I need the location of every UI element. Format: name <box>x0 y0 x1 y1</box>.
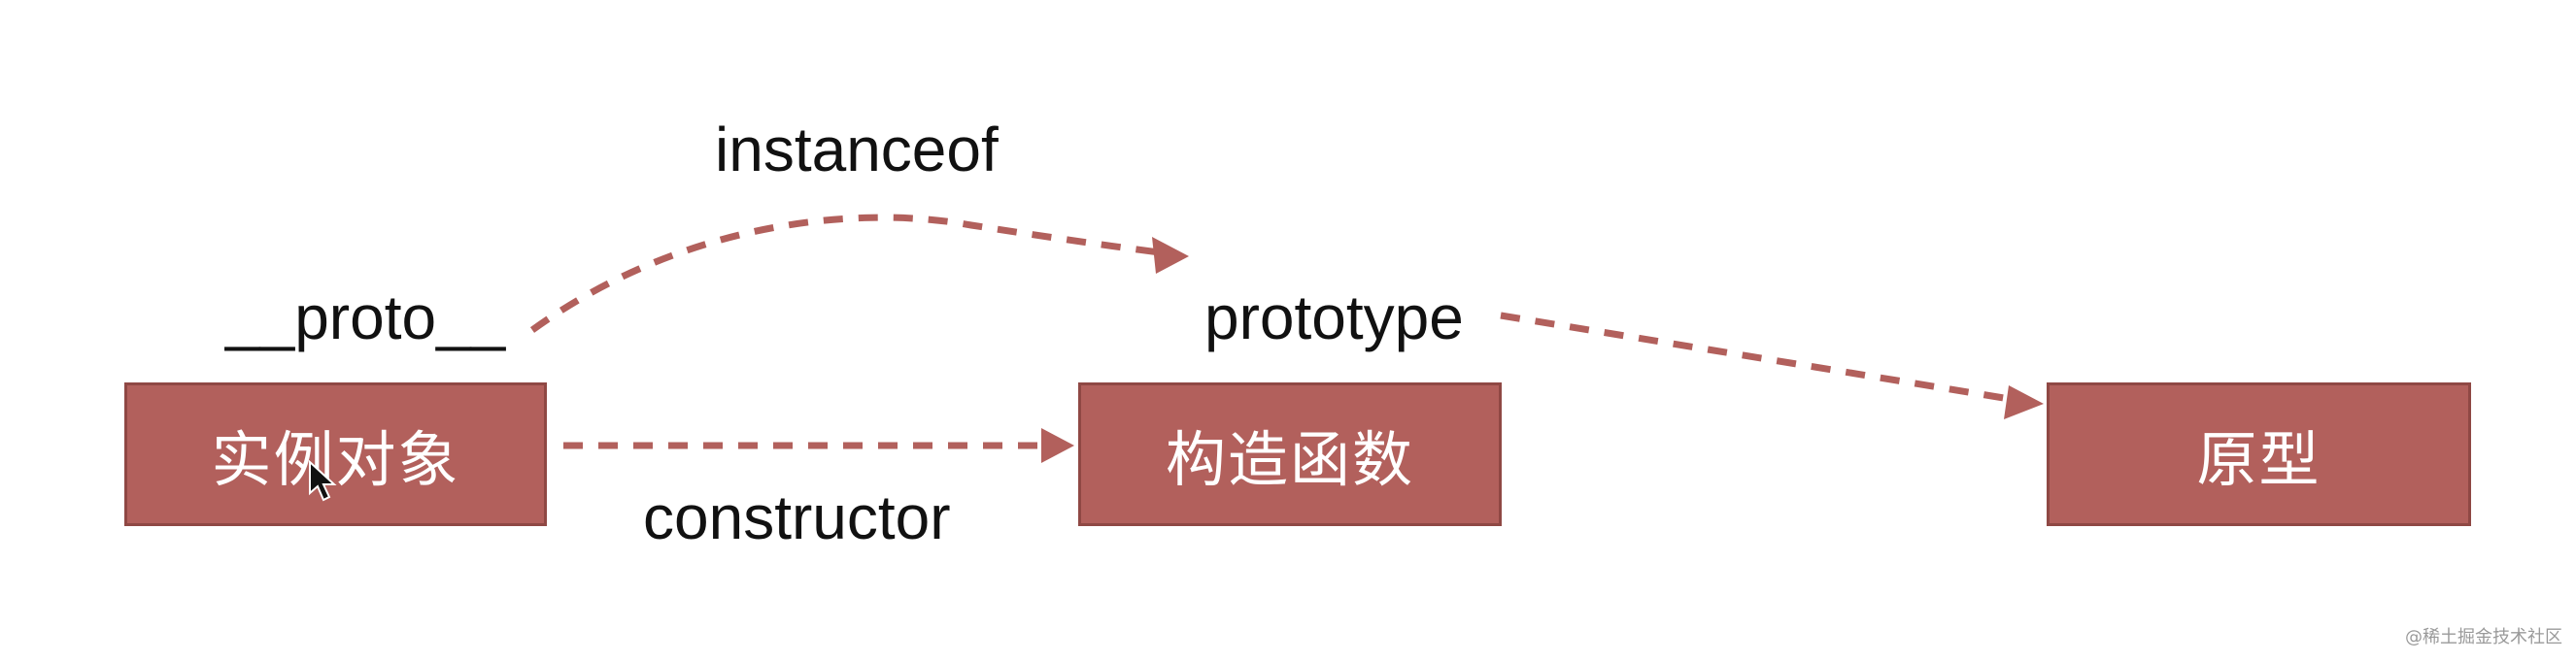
prototype-arrowhead <box>2004 385 2044 419</box>
instance-object-node: 实例对象 <box>124 382 547 526</box>
mouse-cursor-icon <box>309 460 337 502</box>
constructor-arrowhead <box>1041 428 1074 463</box>
constructor-function-label: 构造函数 <box>1165 424 1414 495</box>
prototype-node-label: 原型 <box>2196 424 2322 495</box>
instance-object-label: 实例对象 <box>211 424 460 495</box>
proto-label: __proto__ <box>225 282 506 352</box>
prototype-label: prototype <box>1204 282 1464 352</box>
constructor-label: constructor <box>643 482 951 552</box>
prototype-arrow <box>1500 312 2017 404</box>
instanceof-arrow <box>529 214 1176 333</box>
watermark: @稀土掘金技术社区 <box>2405 627 2562 647</box>
constructor-function-node: 构造函数 <box>1078 382 1502 526</box>
instanceof-label: instanceof <box>715 115 999 184</box>
prototype-node: 原型 <box>2047 382 2471 526</box>
instanceof-arrowhead <box>1152 237 1189 274</box>
